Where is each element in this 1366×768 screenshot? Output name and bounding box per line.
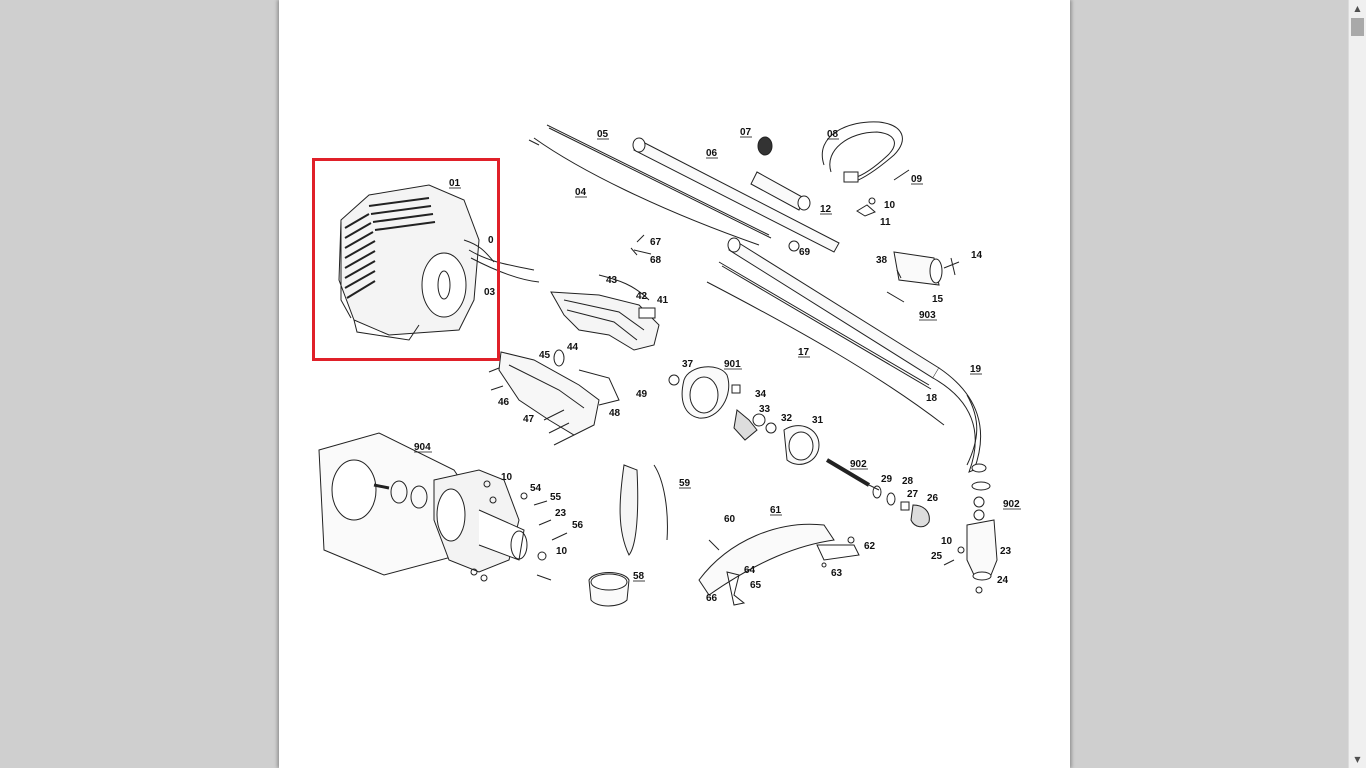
label-34: 34: [755, 389, 767, 400]
label-14: 14: [971, 250, 983, 261]
part-clutch-housing: [318, 432, 528, 582]
label-41: 41: [657, 295, 669, 306]
part-tube-06: [632, 137, 840, 253]
label-25: 25: [931, 551, 943, 562]
label-56: 56: [572, 520, 584, 531]
label-901: 901: [724, 359, 741, 370]
label-10d: 10: [941, 536, 953, 547]
label-26: 26: [927, 493, 939, 504]
scrollbar-thumb[interactable]: [1351, 18, 1364, 36]
label-24: 24: [997, 575, 1009, 586]
label-54: 54: [530, 483, 542, 494]
document-page: 01 0 03 04 05 06 07 08 09 10 11 12 14 15…: [279, 0, 1070, 768]
label-33: 33: [759, 404, 771, 415]
label-67: 67: [650, 237, 662, 248]
part-throttle-handle: [488, 349, 620, 446]
arrow-down-icon[interactable]: ▼: [1354, 755, 1361, 764]
label-08: 08: [827, 129, 839, 140]
label-28: 28: [902, 476, 914, 487]
label-15: 15: [932, 294, 944, 305]
part-engine: [338, 184, 540, 341]
label-38: 38: [876, 255, 888, 266]
label-23a: 23: [555, 508, 567, 519]
label-69: 69: [799, 247, 811, 258]
part-handle-housing: [550, 274, 660, 351]
label-06: 06: [706, 148, 718, 159]
label-32: 32: [781, 413, 793, 424]
label-05: 05: [597, 129, 609, 140]
label-42: 42: [636, 291, 648, 302]
label-59: 59: [679, 478, 691, 489]
label-68: 68: [650, 255, 662, 266]
label-904: 904: [414, 442, 431, 453]
label-10a: 10: [884, 200, 896, 211]
label-19: 19: [970, 364, 982, 375]
label-45: 45: [539, 350, 551, 361]
label-58: 58: [633, 571, 645, 582]
label-27: 27: [907, 489, 919, 500]
exploded-parts-diagram: 01 0 03 04 05 06 07 08 09 10 11 12 14 15…: [279, 0, 1070, 768]
label-62: 62: [864, 541, 876, 552]
label-11: 11: [880, 217, 891, 228]
label-01: 01: [449, 178, 461, 189]
label-02: 0: [488, 235, 494, 246]
label-903: 903: [919, 310, 936, 321]
label-49: 49: [636, 389, 648, 400]
label-09: 09: [911, 174, 923, 185]
label-63: 63: [831, 568, 843, 579]
label-10b: 10: [501, 472, 513, 483]
label-46: 46: [498, 397, 510, 408]
label-43: 43: [606, 275, 618, 286]
label-60: 60: [724, 514, 736, 525]
label-29: 29: [881, 474, 893, 485]
label-31: 31: [812, 415, 824, 426]
label-902b: 902: [1003, 499, 1020, 510]
label-61: 61: [770, 505, 782, 516]
label-902a: 902: [850, 459, 867, 470]
label-47: 47: [523, 414, 535, 425]
label-10c: 10: [556, 546, 568, 557]
label-65: 65: [750, 580, 762, 591]
label-64: 64: [744, 565, 756, 576]
vertical-scrollbar[interactable]: ▲ ▼: [1348, 0, 1366, 768]
label-03: 03: [484, 287, 496, 298]
label-66: 66: [706, 593, 718, 604]
arrow-up-icon[interactable]: ▲: [1354, 4, 1361, 13]
label-07: 07: [740, 127, 752, 138]
label-12: 12: [820, 204, 832, 215]
label-37: 37: [682, 359, 694, 370]
label-18: 18: [926, 393, 938, 404]
label-17: 17: [798, 347, 810, 358]
label-04: 04: [575, 187, 587, 198]
label-23b: 23: [1000, 546, 1012, 557]
label-55: 55: [550, 492, 562, 503]
label-44: 44: [567, 342, 579, 353]
label-48: 48: [609, 408, 621, 419]
